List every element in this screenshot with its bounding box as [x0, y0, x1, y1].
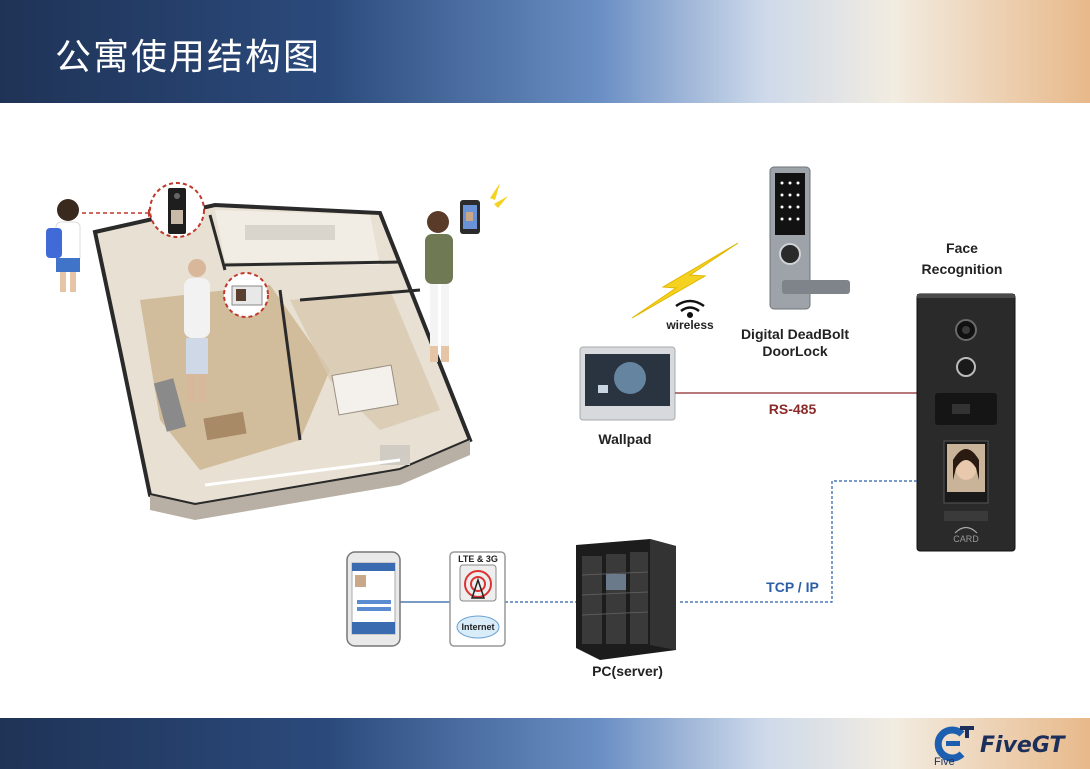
header-banner: [0, 0, 1090, 103]
wallpad-device: [579, 346, 676, 421]
pc-server-icon: [576, 539, 676, 660]
wireless-icon: [675, 299, 705, 319]
wireless-label: wireless: [666, 318, 714, 332]
brand-sub: Five: [934, 756, 955, 768]
lightning-icon: [631, 242, 739, 319]
tcpip-line: [678, 480, 917, 603]
mobile-phone-icon-woman: [460, 200, 480, 234]
lte-internet-box: [449, 551, 506, 647]
tcpip-label: TCP / IP: [766, 579, 819, 595]
face-label-line1: Face: [946, 240, 978, 256]
doorlock-label-line1: Digital DeadBolt: [740, 326, 850, 342]
face-recognition-terminal: [916, 293, 1016, 552]
brand-logo: [928, 722, 1058, 766]
smartphone-icon: [346, 551, 401, 647]
card-label: CARD: [953, 534, 979, 544]
girl-figure: [46, 199, 81, 292]
man-figure: [184, 259, 210, 402]
wallpad-label: Wallpad: [598, 431, 652, 447]
doorlock-label-line2: DoorLock: [762, 343, 828, 359]
face-label-line2: Recognition: [921, 261, 1003, 277]
page-title: 公寓使用结构图: [55, 37, 322, 78]
woman-figure: [425, 211, 453, 362]
doorlock-label: Digital DeadBolt DoorLock: [735, 326, 855, 360]
face-recognition-label: Face Recognition: [912, 238, 1012, 280]
doorlock-device: [769, 166, 850, 310]
internet-label: Internet: [461, 622, 495, 632]
rs485-label: RS-485: [768, 401, 817, 417]
brand-name: FiveGT: [980, 733, 1065, 758]
apartment-floorplan: [92, 202, 473, 520]
pc-server-label: PC(server): [592, 663, 663, 679]
footer-banner: [0, 718, 1090, 769]
logo-icon: [934, 726, 974, 762]
lte-label: LTE & 3G: [458, 554, 498, 564]
